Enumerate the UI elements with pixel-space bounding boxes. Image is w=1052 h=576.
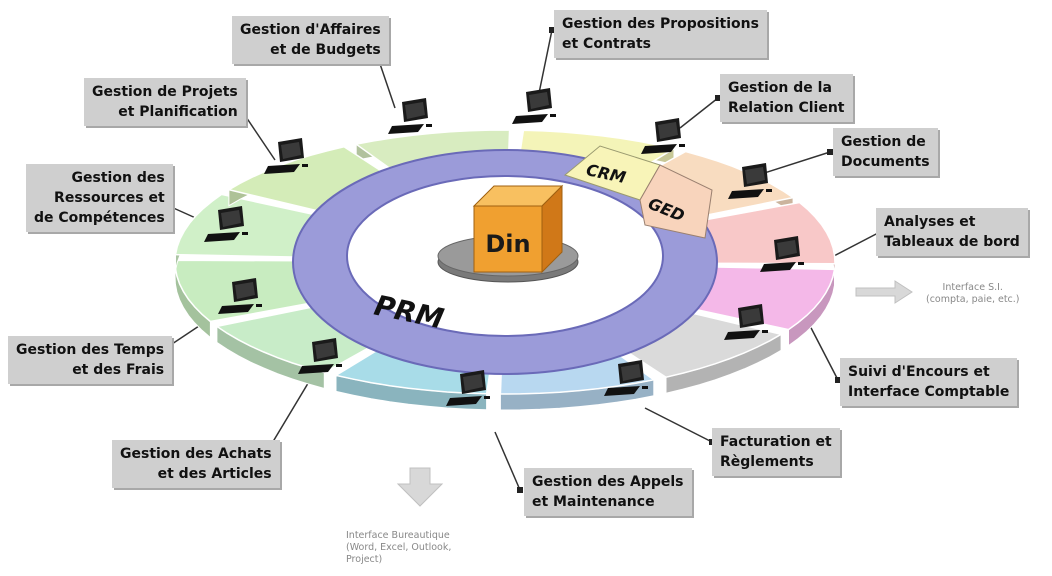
- module-label-line: Gestion de Projets: [92, 84, 238, 100]
- computer-icon: [512, 88, 556, 124]
- module-box-relation: Gestion de la Relation Client: [720, 74, 853, 122]
- computer-icon: [760, 236, 804, 272]
- computer-icon: [641, 118, 685, 154]
- module-box-facturation: Facturation et Règlements: [712, 428, 840, 476]
- computer-icons: [204, 88, 804, 406]
- din-cube: Din: [472, 184, 564, 274]
- module-box-affaires: Gestion d'Affaires et de Budgets: [232, 16, 389, 64]
- module-label-line: de Compétences: [34, 210, 165, 226]
- module-label-line: Gestion des Propositions: [562, 16, 759, 32]
- module-label-line: Gestion de: [841, 134, 926, 150]
- module-label-line: Gestion des: [71, 170, 165, 186]
- computer-icon: [218, 278, 262, 314]
- note-line: Project): [346, 554, 383, 565]
- interface-note-bureautique: Interface Bureautique (Word, Excel, Outl…: [346, 530, 451, 566]
- note-line: (Word, Excel, Outlook,: [346, 542, 452, 553]
- note-line: (compta, paie, etc.): [926, 294, 1020, 305]
- module-box-propositions: Gestion des Propositions et Contrats: [554, 10, 767, 58]
- note-line: Interface Bureautique: [346, 530, 450, 541]
- module-label-line: et des Articles: [157, 466, 272, 482]
- computer-icon: [446, 370, 490, 406]
- module-box-documents: Gestion de Documents: [833, 128, 938, 176]
- module-box-appels: Gestion des Appels et Maintenance: [524, 468, 692, 516]
- module-label-line: et de Budgets: [270, 42, 381, 58]
- ged-segment: [639, 164, 713, 239]
- module-label-line: Facturation et: [720, 434, 832, 450]
- module-label-line: Suivi d'Encours et: [848, 364, 990, 380]
- module-label-line: et des Frais: [72, 362, 165, 378]
- module-label-line: Ressources et: [54, 190, 165, 206]
- module-label-line: Gestion des Temps: [16, 342, 165, 358]
- module-label-line: Règlements: [720, 454, 814, 470]
- module-label-line: Interface Comptable: [848, 384, 1010, 400]
- module-label-line: Gestion des Achats: [120, 446, 272, 462]
- module-box-temps: Gestion des Temps et des Frais: [8, 336, 173, 384]
- module-box-encours: Suivi d'Encours et Interface Comptable: [840, 358, 1018, 406]
- computer-icon: [388, 98, 432, 134]
- module-label-line: Tableaux de bord: [884, 234, 1020, 250]
- module-label-line: Analyses et: [884, 214, 976, 230]
- interface-arrow-si: [855, 280, 913, 304]
- computer-icon: [264, 138, 308, 174]
- din-label: Din: [485, 230, 530, 258]
- computer-icon: [604, 360, 648, 396]
- module-label-line: Relation Client: [728, 100, 845, 116]
- interface-arrow-bureautique: [396, 467, 444, 507]
- module-label-line: Gestion de la: [728, 80, 832, 96]
- module-label-line: Gestion d'Affaires: [240, 22, 381, 38]
- interface-note-si: Interface S.I. (compta, paie, etc.): [926, 282, 1020, 306]
- module-box-analyses: Analyses et Tableaux de bord: [876, 208, 1028, 256]
- module-label-line: et Maintenance: [532, 494, 655, 510]
- module-label-line: Gestion des Appels: [532, 474, 684, 490]
- module-label-line: et Contrats: [562, 36, 651, 52]
- module-box-achats: Gestion des Achats et des Articles: [112, 440, 280, 488]
- computer-icon: [298, 338, 342, 374]
- module-label-line: et Planification: [118, 104, 238, 120]
- computer-icon: [724, 304, 768, 340]
- module-box-ressources: Gestion des Ressources et de Compétences: [26, 164, 173, 232]
- computer-icon: [204, 206, 248, 242]
- module-label-line: Documents: [841, 154, 930, 170]
- module-box-projets: Gestion de Projets et Planification: [84, 78, 246, 126]
- computer-icon: [728, 163, 772, 199]
- note-line: Interface S.I.: [942, 282, 1003, 293]
